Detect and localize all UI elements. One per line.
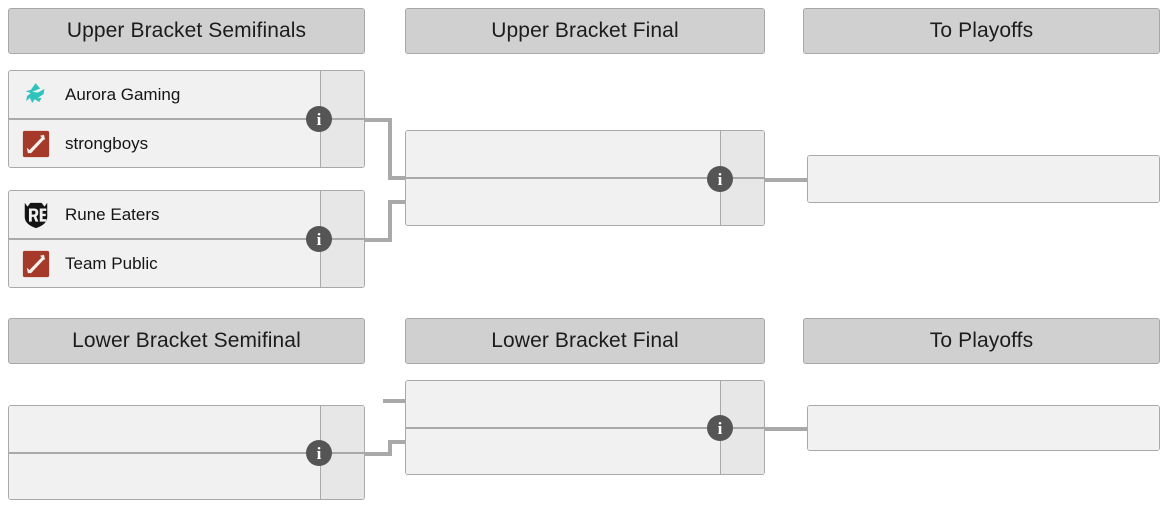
score-cell [320,120,364,167]
round-header-label: Upper Bracket Semifinals [66,19,307,42]
round-header-label: Lower Bracket Final [491,329,679,352]
match-row[interactable] [406,177,764,225]
opponent-slot[interactable] [808,406,1159,450]
round-header-upper-final: Upper Bracket Final [405,8,765,54]
opponent-slot[interactable]: Rune Eaters [9,191,320,238]
dota2-default-logo [22,130,50,157]
opponent-slot[interactable] [406,179,720,225]
connector-lbsf-vertical [388,440,392,456]
opponent-slot[interactable]: Team Public [9,240,320,287]
match-row[interactable] [406,131,764,177]
round-header-label: To Playoffs [929,19,1034,42]
match-lb-final[interactable] [405,380,765,475]
match-info-icon[interactable]: i [306,106,332,132]
match-info-icon[interactable]: i [306,440,332,466]
round-header-lower-semifinal: Lower Bracket Semifinal [8,318,365,364]
match-ub-final[interactable] [405,130,765,226]
connector-ub-final-in-top [388,176,408,180]
match-lb-semifinal[interactable] [8,405,365,500]
round-header-upper-to-playoffs: To Playoffs [803,8,1160,54]
team-name: strongboys [65,133,149,153]
round-header-label: Upper Bracket Final [491,19,679,42]
match-row[interactable]: Aurora Gaming [9,71,364,118]
connector-lbfinal-to-playoffs [765,427,807,431]
round-header-label: Lower Bracket Semifinal [72,329,301,352]
connector-lbsf-out [365,452,392,456]
match-row[interactable] [9,451,364,500]
connector-lbfinal-in-bottom [388,440,408,444]
opponent-slot[interactable] [406,429,720,475]
connector-ubsf1-vertical [388,118,392,180]
match-lb-to-playoffs[interactable] [807,405,1160,451]
opponent-slot[interactable] [406,131,720,177]
connector-ubsf2-vertical [388,200,392,242]
opponent-slot[interactable] [9,454,320,500]
team-name: Rune Eaters [65,204,160,224]
match-row[interactable] [808,406,1159,450]
match-row[interactable] [406,381,764,427]
match-row[interactable] [808,156,1159,202]
round-header-label: To Playoffs [929,329,1034,352]
opponent-slot[interactable] [406,381,720,427]
aurora-gaming-logo [25,82,45,103]
match-row[interactable]: Team Public [9,238,364,287]
match-row[interactable] [406,426,764,475]
match-info-icon[interactable]: i [707,415,733,441]
match-row[interactable]: strongboys [9,118,364,167]
opponent-slot[interactable] [9,406,320,452]
dota2-default-logo [22,250,50,277]
opponent-slot[interactable]: strongboys [9,120,320,167]
connector-ubfinal-to-playoffs [765,178,807,182]
match-info-icon[interactable]: i [707,166,733,192]
match-info-icon[interactable]: i [306,226,332,252]
rune-eaters-logo [24,202,48,228]
connector-ubsf1-out [365,118,392,122]
opponent-slot[interactable]: Aurora Gaming [9,71,320,118]
round-header-upper-semifinals: Upper Bracket Semifinals [8,8,365,54]
opponent-slot[interactable] [808,156,1159,202]
match-ub-semifinal-1[interactable]: Aurora Gaming strongboys [8,70,365,168]
round-header-lower-final: Lower Bracket Final [405,318,765,364]
connector-ubsf2-out [365,238,392,242]
team-name: Team Public [65,253,158,273]
match-ub-to-playoffs[interactable] [807,155,1160,203]
team-name: Aurora Gaming [65,84,181,104]
connector-lbfinal-in-top [383,399,408,403]
connector-ub-final-in-bottom [388,200,408,204]
round-header-lower-to-playoffs: To Playoffs [803,318,1160,364]
